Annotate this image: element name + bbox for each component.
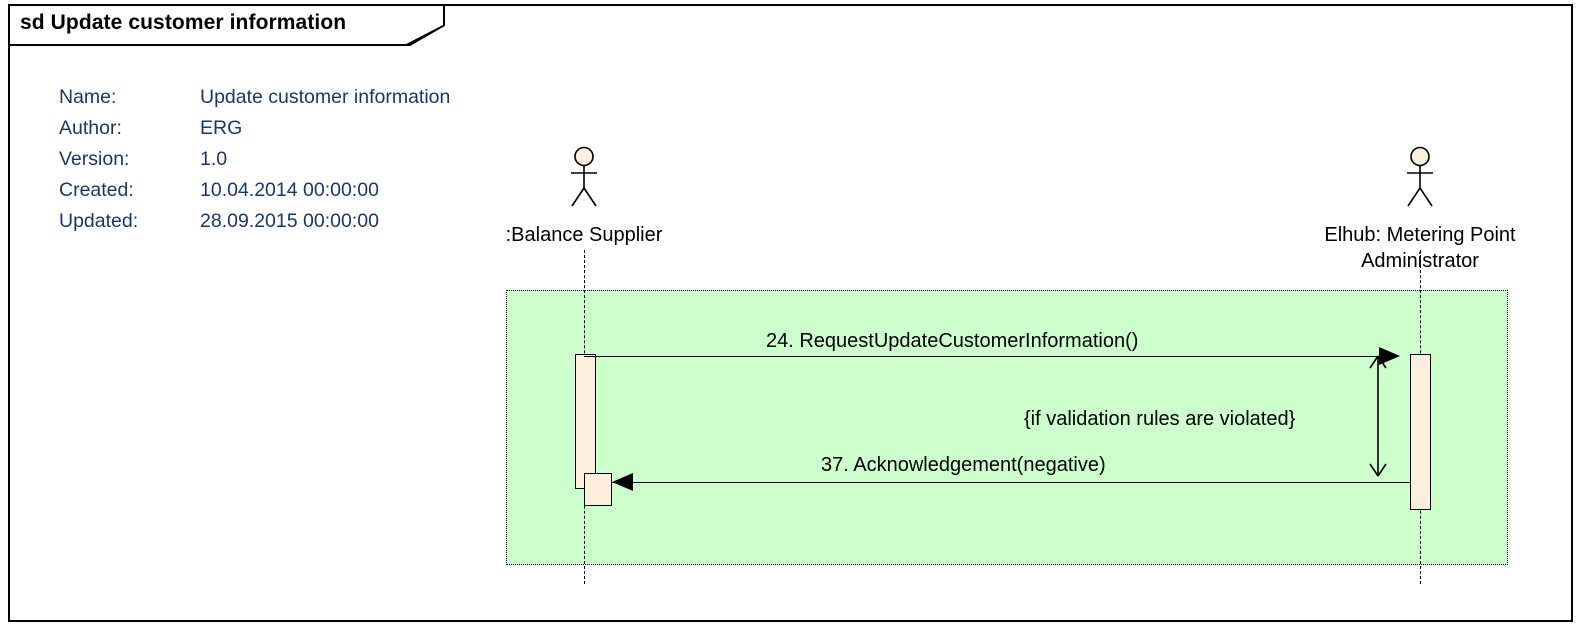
- constraint-label-validation: {if validation rules are violated}: [1024, 408, 1296, 430]
- activation-bar-balance-supplier: [575, 354, 596, 489]
- actor-icon-metering-point-administrator: [1402, 146, 1438, 208]
- metadata-key: Updated:: [59, 210, 139, 232]
- activation-bar-metering-point-administrator: [1410, 354, 1431, 510]
- lifeline-label-balance-supplier: :Balance Supplier: [505, 224, 663, 246]
- metadata-key: Name:: [59, 86, 117, 108]
- metadata-value: ERG: [200, 117, 243, 139]
- title-tab-fill: [10, 6, 443, 44]
- metadata-value: 1.0: [200, 148, 228, 170]
- metadata-value: 10.04.2014 00:00:00: [200, 179, 379, 201]
- arrowhead-icon-message-37: [612, 473, 633, 491]
- metadata-row: Version: 1.0: [59, 144, 450, 175]
- message-line-37: [612, 482, 1410, 483]
- metadata-row: Author: ERG: [59, 113, 450, 144]
- nested-activation-balance-supplier: [584, 473, 612, 506]
- metadata-key: Created:: [59, 179, 134, 201]
- arrowhead-icon-message-24: [1379, 347, 1400, 365]
- metadata-value: Update customer information: [200, 86, 451, 108]
- interaction-region: [506, 290, 1508, 565]
- duration-constraint-arrow-icon: [1366, 348, 1390, 489]
- metadata-row: Updated: 28.09.2015 00:00:00: [59, 206, 450, 237]
- message-label-37: 37. Acknowledgement(negative): [821, 454, 1106, 476]
- metadata-value: 28.09.2015 00:00:00: [200, 210, 379, 232]
- metadata-row: Name: Update customer information: [59, 82, 450, 113]
- page-title: sd Update customer information: [20, 11, 347, 34]
- metadata-key: Author:: [59, 117, 122, 139]
- diagram-metadata: Name: Update customer information Author…: [59, 82, 450, 237]
- diagram-title-tab: sd Update customer information: [8, 4, 445, 46]
- metadata-key: Version:: [59, 148, 130, 170]
- actor-icon-balance-supplier: [566, 146, 602, 208]
- metadata-row: Created: 10.04.2014 00:00:00: [59, 175, 450, 206]
- message-line-24: [584, 356, 1390, 357]
- message-label-24: 24. RequestUpdateCustomerInformation(): [766, 330, 1139, 352]
